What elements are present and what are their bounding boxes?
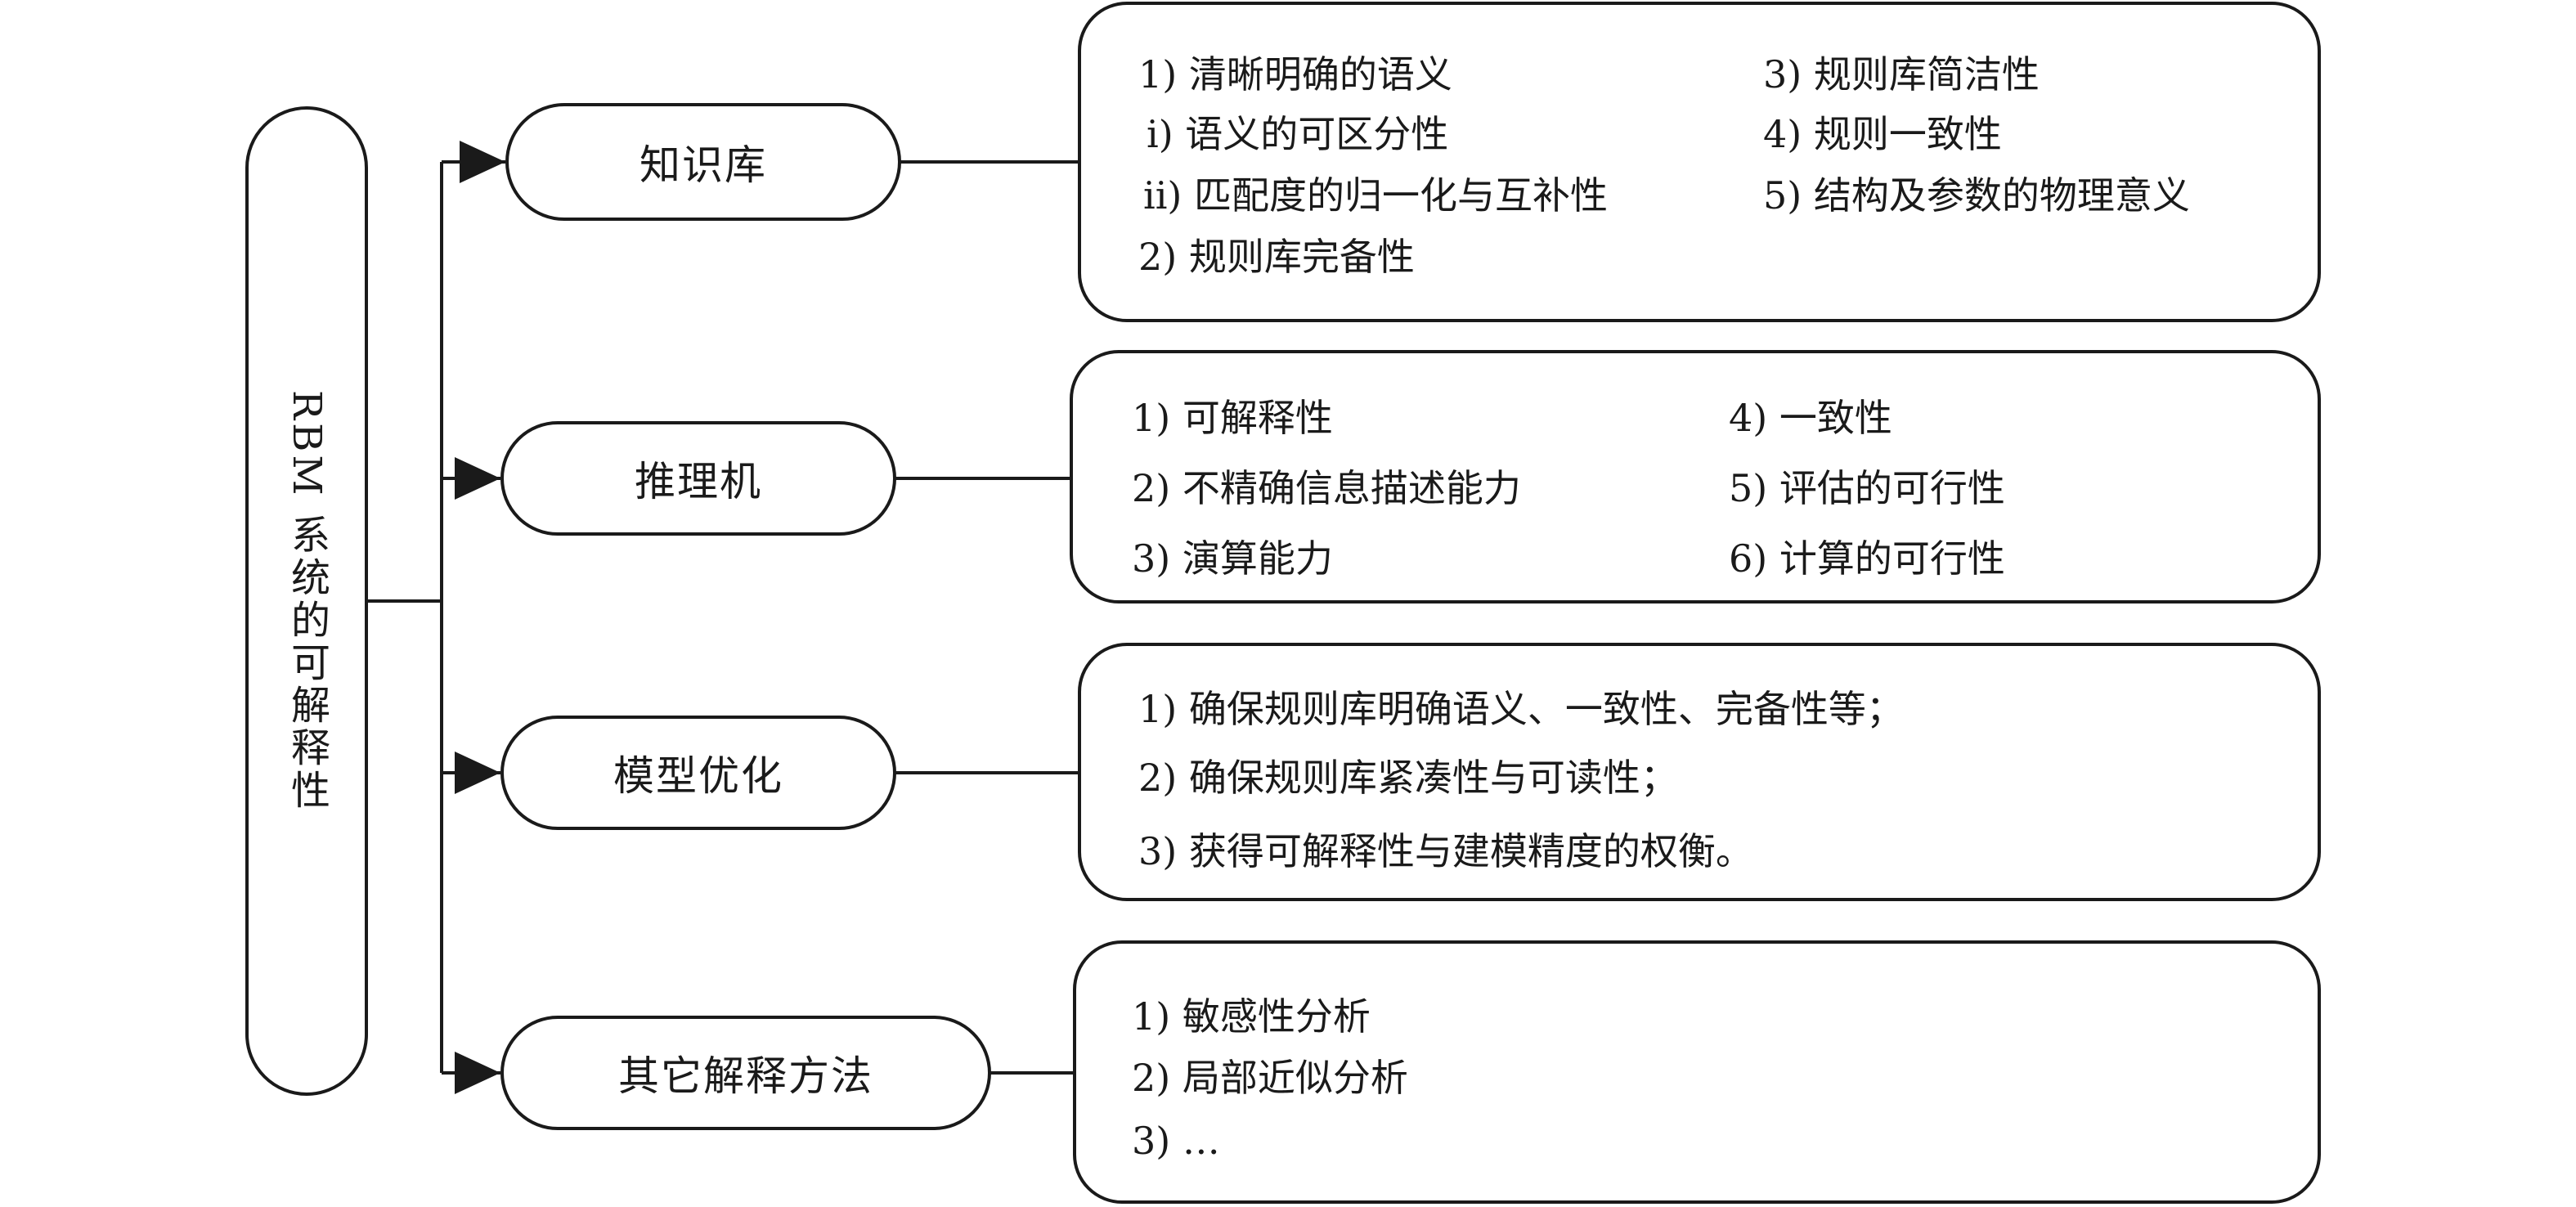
list-item: 5) 评估的可行性: [1729, 466, 2005, 510]
arrowhead-other-methods: [455, 1052, 500, 1094]
node-other-methods: 其它解释方法: [500, 1016, 991, 1130]
node-knowledge-base: 知识库: [505, 103, 901, 221]
root-label: RBM 系统的可解释性: [284, 390, 330, 812]
list-item: 3) 规则库简洁性: [1763, 52, 2040, 96]
node-label: 模型优化: [613, 752, 783, 800]
node-label: 知识库: [640, 141, 767, 189]
root-node: RBM 系统的可解释性: [245, 106, 368, 1096]
list-item: 3) …: [1132, 1119, 1220, 1163]
arrowhead-model-optimization: [455, 752, 500, 794]
list-item: 2) 确保规则库紧凑性与可读性；: [1138, 756, 1678, 800]
detail-box-knowledge-base: [1078, 2, 2321, 322]
list-item: 6) 计算的可行性: [1729, 536, 2005, 581]
list-item: 2) 不精确信息描述能力: [1132, 466, 1521, 510]
list-item: 3) 获得可解释性与建模精度的权衡。: [1138, 829, 1753, 873]
node-label: 其它解释方法: [618, 1052, 873, 1100]
node-model-optimization: 模型优化: [500, 716, 896, 830]
arrowhead-inference-engine: [455, 457, 500, 500]
list-item: 1) 可解释性: [1132, 396, 1333, 440]
node-inference-engine: 推理机: [500, 421, 896, 536]
node-label: 推理机: [635, 458, 762, 505]
list-item: 2) 局部近似分析: [1132, 1056, 1408, 1100]
list-item: 2) 规则库完备性: [1138, 235, 1415, 279]
detail-box-model-optimization: [1078, 643, 2321, 901]
list-item: 4) 一致性: [1729, 396, 1892, 440]
list-item: ii) 匹配度的归一化与互补性: [1143, 173, 1608, 218]
list-item: 3) 演算能力: [1132, 536, 1333, 581]
list-item: 1) 敏感性分析: [1132, 994, 1371, 1039]
list-item: 1) 确保规则库明确语义、一致性、完备性等；: [1138, 687, 1904, 731]
arrowhead-knowledge-base: [460, 141, 505, 183]
list-item: 1) 清晰明确的语义: [1138, 52, 1452, 96]
detail-box-other-methods: [1073, 940, 2321, 1204]
list-item: 4) 规则一致性: [1763, 112, 2002, 156]
detail-box-inference-engine: [1070, 350, 2321, 604]
list-item: 5) 结构及参数的物理意义: [1763, 173, 2190, 218]
list-item: i) 语义的可区分性: [1147, 112, 1449, 156]
